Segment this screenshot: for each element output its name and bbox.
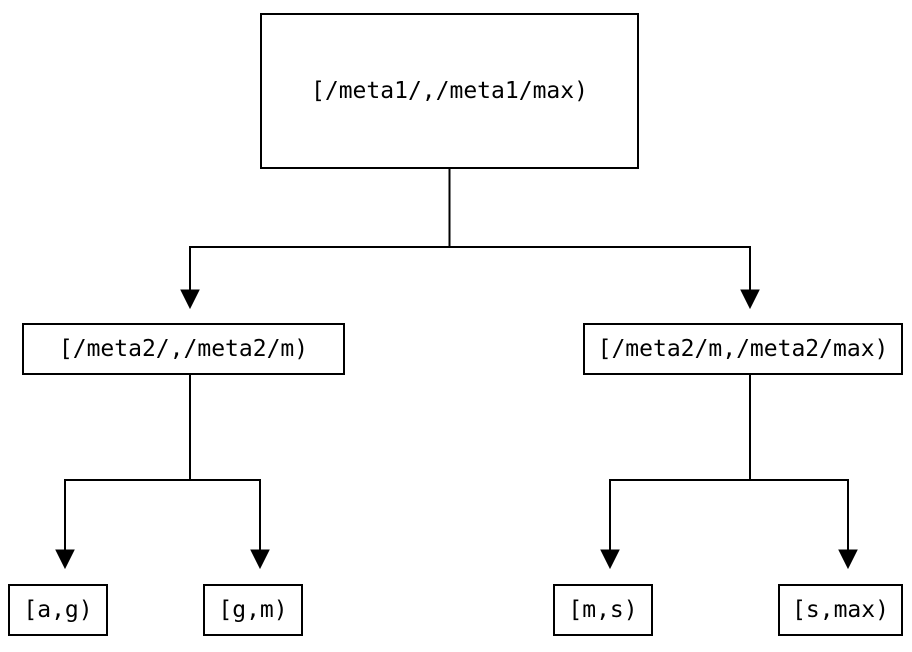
- edge-root-split: [189, 246, 751, 292]
- arrowhead-to-right-child: [740, 289, 760, 310]
- arrowhead-to-leaf-ms: [600, 549, 620, 570]
- edge-right-split: [609, 479, 849, 552]
- node-leaf-ms: [m,s): [553, 584, 653, 636]
- arrowhead-to-leaf-ag: [55, 549, 75, 570]
- node-leaf-smax: [s,max): [778, 584, 903, 636]
- arrowhead-to-leaf-smax: [838, 549, 858, 570]
- node-label: [/meta1/,/meta1/max): [311, 77, 588, 104]
- arrowhead-to-left-child: [180, 289, 200, 310]
- arrowhead-to-leaf-gm: [250, 549, 270, 570]
- node-leaf-gm: [g,m): [203, 584, 303, 636]
- node-label: [/meta2/,/meta2/m): [58, 335, 309, 362]
- node-label: [/meta2/m,/meta2/max): [597, 335, 889, 362]
- edge-left-split: [64, 479, 261, 552]
- node-root-meta1: [/meta1/,/meta1/max): [260, 13, 639, 169]
- node-meta2-right: [/meta2/m,/meta2/max): [583, 323, 903, 375]
- node-leaf-ag: [a,g): [8, 584, 108, 636]
- node-label: [m,s): [568, 596, 638, 623]
- node-label: [g,m): [218, 596, 288, 623]
- node-meta2-left: [/meta2/,/meta2/m): [22, 323, 345, 375]
- node-label: [a,g): [23, 596, 93, 623]
- node-label: [s,max): [792, 596, 889, 623]
